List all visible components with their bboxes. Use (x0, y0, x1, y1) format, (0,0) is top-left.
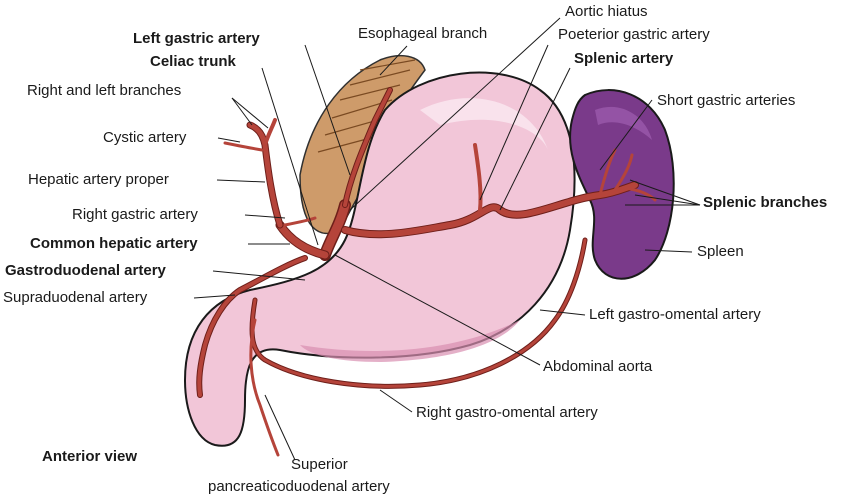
leader-lines (193, 17, 701, 461)
label-superior-pancreaticoduodenal-line1: Superior (291, 456, 348, 473)
label-right-gastric-artery: Right gastric artery (72, 206, 198, 223)
spleen-highlight (595, 106, 652, 140)
label-celiac-trunk: Celiac trunk (150, 53, 236, 70)
label-gastroduodenal-artery: Gastroduodenal artery (5, 262, 166, 279)
stomach-shadow (300, 320, 520, 362)
label-splenic-branches: Splenic branches (703, 194, 828, 211)
label-hepatic-artery-proper: Hepatic artery proper (28, 171, 169, 188)
label-anterior-view: Anterior view (42, 448, 138, 465)
label-superior-pancreaticoduodenal-line2: pancreaticoduodenal artery (208, 478, 390, 495)
stomach-highlight (420, 98, 548, 150)
label-splenic-artery: Splenic artery (574, 50, 674, 67)
label-cystic-artery: Cystic artery (103, 129, 187, 146)
label-right-and-left-branches: Right and left branches (27, 82, 182, 99)
spleen (569, 89, 675, 280)
esophagus-stripes (317, 59, 416, 153)
label-left-gastro-omental-artery: Left gastro-omental artery (589, 306, 761, 323)
label-common-hepatic-artery: Common hepatic artery (30, 235, 198, 252)
label-aortic-hiatus: Aortic hiatus (565, 3, 648, 20)
label-right-gastro-omental-artery: Right gastro-omental artery (416, 404, 598, 421)
label-esophageal-branch: Esophageal branch (358, 25, 488, 42)
stomach (183, 71, 576, 447)
label-left-gastric-artery: Left gastric artery (133, 30, 260, 47)
arteries (196, 87, 657, 457)
label-spleen: Spleen (697, 243, 744, 260)
label-posterior-gastric-artery: Poeterior gastric artery (558, 26, 710, 43)
label-abdominal-aorta: Abdominal aorta (543, 358, 653, 375)
label-short-gastric-arteries: Short gastric arteries (657, 92, 796, 109)
label-supraduodenal-artery: Supraduodenal artery (3, 289, 148, 306)
